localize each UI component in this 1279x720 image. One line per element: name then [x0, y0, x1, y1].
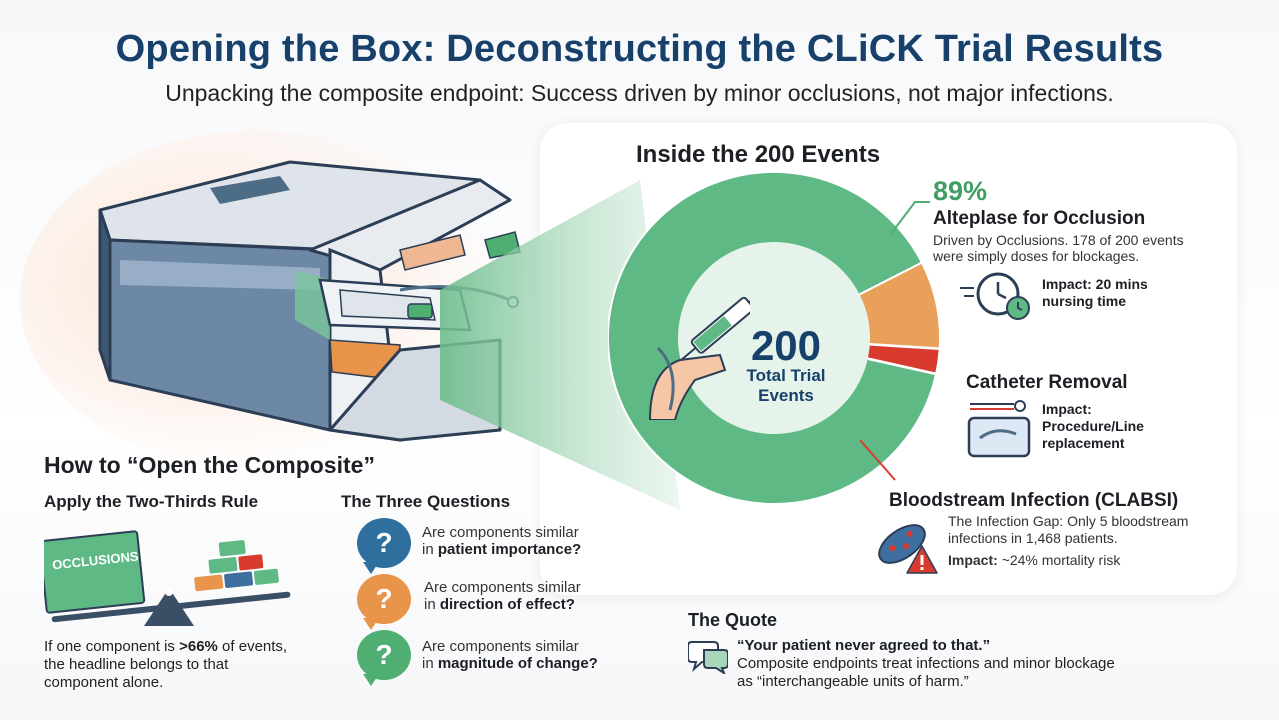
page-title: Opening the Box: Deconstructing the CLiC…: [115, 28, 1164, 70]
question-1-bold: patient importance?: [437, 541, 582, 558]
quote-line-2: as “interchangeable units of harm.”: [737, 673, 969, 690]
total-events-number: 200: [750, 322, 822, 369]
bacteria-icon: [878, 524, 926, 564]
clabsi-impact: Impact: ~24% mortality risk: [948, 552, 1120, 569]
removal-impact-1: Impact:: [1042, 401, 1092, 417]
alteplase-desc-2: were simply doses for blockages.: [933, 248, 1140, 264]
rule-text-1: If one component is >66% of events,: [44, 638, 287, 656]
rule-text-3: component alone.: [44, 674, 164, 691]
clabsi-desc-1: The Infection Gap: Only 5 bloodstream: [948, 513, 1189, 529]
question-bubble-3: ?: [357, 630, 411, 686]
alteplase-desc-1: Driven by Occlusions. 178 of 200 events: [933, 232, 1184, 248]
rule-text-bold: >66%: [179, 638, 218, 655]
question-2-line1: Are components similar: [424, 579, 581, 596]
speech-bubbles-icon: [688, 641, 728, 674]
question-mark-icon: ?: [375, 639, 393, 670]
alteplase-title: Alteplase for Occlusion: [933, 208, 1146, 229]
events-donut-chart: [608, 172, 940, 504]
question-mark-icon: ?: [375, 583, 393, 614]
clabsi-impact-label: Impact:: [948, 552, 998, 568]
question-3-bold: magnitude of change?: [437, 655, 598, 672]
catheter-icon: [967, 400, 1031, 458]
rule-text-post: of events,: [217, 638, 288, 655]
segment-connectors: [860, 201, 930, 481]
quote-bold-text: “Your patient never agreed to that.”: [737, 637, 991, 654]
total-events-label: Total Trial Events: [746, 366, 826, 405]
question-bubble-2: ?: [357, 574, 411, 630]
alteplase-impact-2: nursing time: [1042, 293, 1127, 309]
question-1-line1: Are components similar: [422, 524, 579, 541]
syringe-hand-icon: [648, 291, 750, 420]
events-panel-title: Inside the 200 Events: [636, 141, 881, 168]
clock-icon: [960, 272, 1030, 320]
warning-icon: [906, 545, 938, 574]
rule-text-pre: If one component is: [44, 638, 180, 655]
question-3-pre: in: [422, 655, 438, 672]
question-1-line2: in patient importance?: [422, 541, 581, 559]
removal-impact-2: Procedure/Line: [1042, 418, 1144, 434]
box-illustration: [98, 160, 521, 442]
question-bubble-1: ?: [357, 518, 411, 574]
question-1-pre: in: [422, 541, 438, 558]
question-2-bold: direction of effect?: [439, 596, 575, 613]
page-subtitle: Unpacking the composite endpoint: Succes…: [165, 80, 1114, 106]
question-3-line2: in magnitude of change?: [422, 655, 598, 673]
two-thirds-rule-heading: Apply the Two-Thirds Rule: [44, 492, 259, 511]
removal-title: Catheter Removal: [966, 372, 1128, 393]
quote-body: Composite endpoints treat infections and…: [737, 655, 1157, 691]
light-beam: [440, 180, 680, 510]
clabsi-desc-2: infections in 1,468 patients.: [948, 530, 1118, 546]
clabsi-impact-value: ~24% mortality risk: [1001, 552, 1121, 568]
quote-line-1: Composite endpoints treat infections and…: [737, 655, 1115, 672]
rule-text-2: the headline belongs to that: [44, 656, 229, 673]
removal-impact-3: replacement: [1042, 435, 1125, 451]
alteplase-percent: 89%: [933, 176, 988, 206]
how-to-title: How to “Open the Composite”: [44, 452, 375, 478]
question-2-pre: in: [424, 596, 440, 613]
quote-title: The Quote: [688, 610, 777, 630]
question-3-line1: Are components similar: [422, 638, 579, 655]
question-mark-icon: ?: [375, 527, 393, 558]
clabsi-title: Bloodstream Infection (CLABSI): [889, 490, 1179, 511]
alteplase-impact-1: Impact: 20 mins: [1042, 276, 1148, 292]
three-questions-heading: The Three Questions: [341, 492, 511, 511]
question-2-line2: in direction of effect?: [424, 596, 575, 614]
seesaw-scale-icon: [44, 530, 291, 626]
